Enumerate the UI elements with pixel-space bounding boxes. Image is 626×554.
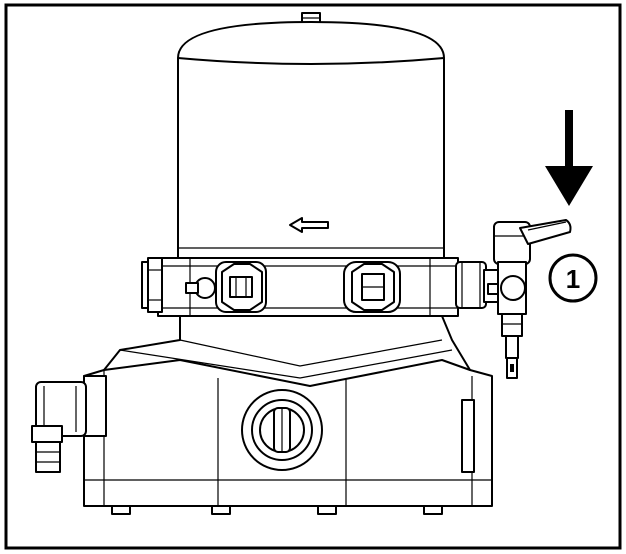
fill-port <box>241 389 323 471</box>
reservoir-direction-arrow <box>289 217 329 233</box>
drain-valve-lever <box>519 219 572 245</box>
electrical-connector <box>31 375 107 473</box>
callout-1-number: 1 <box>566 264 580 294</box>
callout-1: 1 <box>548 253 598 303</box>
pump-element-left <box>215 261 267 313</box>
actuation-arrow <box>545 110 593 206</box>
reservoir <box>177 21 445 263</box>
left-side-plug <box>141 257 163 313</box>
drain-valve <box>487 221 531 379</box>
pump-element-center <box>343 261 401 313</box>
figure-frame <box>4 3 622 550</box>
